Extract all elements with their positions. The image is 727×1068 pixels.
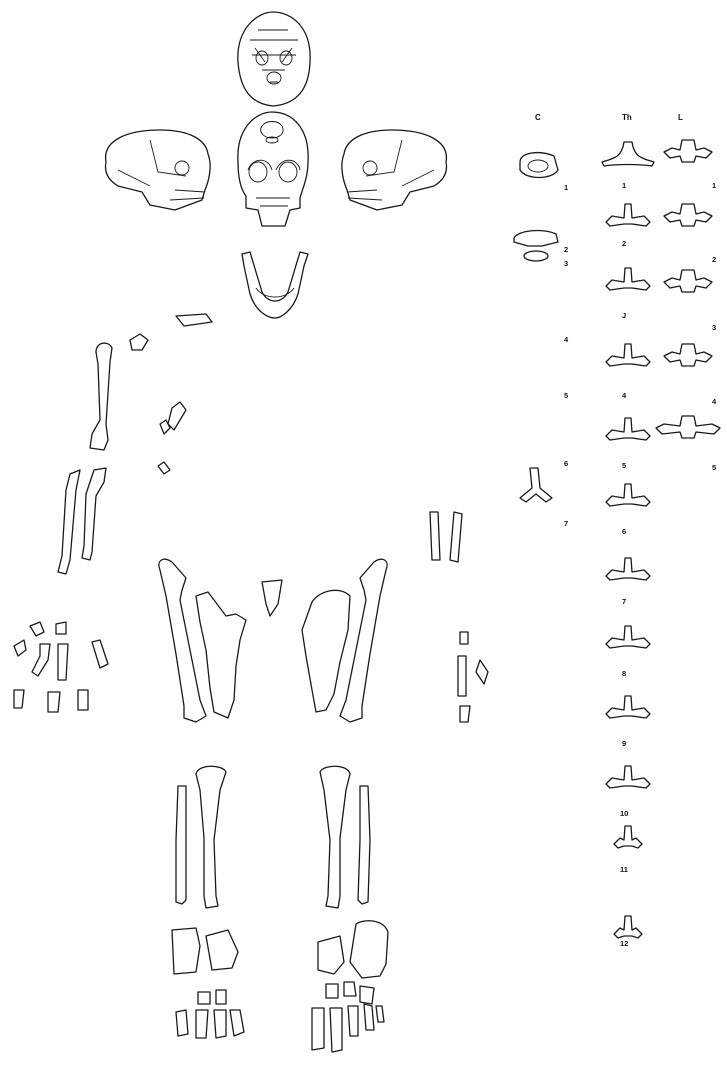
lumbar-vertebra-4	[664, 344, 712, 366]
lumbar-vertebra-1	[664, 140, 712, 162]
rib-fragments	[158, 402, 186, 474]
thoracic-vertebra-3	[606, 268, 650, 290]
thoracic-vertebra-8	[606, 626, 650, 648]
thoracic-label: 2	[622, 239, 626, 248]
lumbar-label: 5	[712, 463, 716, 472]
thoracic-vertebra-7	[606, 558, 650, 580]
right-femur	[159, 559, 206, 722]
cervical-vertebra-c7	[520, 468, 552, 502]
cervical-label: 4	[564, 335, 569, 344]
right-humerus	[90, 343, 112, 450]
left-foot-bones	[312, 921, 388, 1052]
cervical-label: 3	[564, 259, 568, 268]
thoracic-label: 4	[622, 391, 627, 400]
thoracic-label: 5	[622, 461, 626, 470]
thoracic-vertebra-1	[602, 142, 654, 166]
left-tibia-fibula	[320, 766, 370, 908]
left-hand-bones	[458, 632, 488, 722]
cervical-label: 6	[564, 459, 568, 468]
thoracic-label: 10	[620, 809, 628, 818]
left-os-coxae	[302, 590, 350, 712]
cervical-label: 1	[564, 183, 568, 192]
cervical-vertebra-c3	[524, 251, 548, 261]
thoracic-vertebra-12	[614, 916, 642, 938]
skull-left-lateral-view	[342, 130, 447, 210]
right-os-coxae	[196, 592, 246, 718]
left-forearm-fragments	[430, 512, 462, 562]
thoracic-vertebra-11	[614, 826, 642, 848]
cervical-vertebra-c1	[520, 153, 558, 178]
lumbar-label: 4	[712, 397, 717, 406]
lumbar-label: 1	[712, 181, 716, 190]
lumbar-label: 3	[712, 323, 716, 332]
cervical-vertebra-c2	[514, 231, 558, 246]
thoracic-vertebra-5	[606, 418, 650, 440]
lumbar-vertebra-3	[664, 270, 712, 292]
thoracic-vertebra-10	[606, 766, 650, 788]
lumbar-label: 2	[712, 255, 716, 264]
cervical-label: 5	[564, 391, 568, 400]
mandible	[242, 252, 308, 318]
lumbar-vertebrae	[656, 140, 720, 438]
left-femur	[340, 559, 387, 722]
thoracic-label: 11	[620, 865, 628, 874]
thoracic-vertebra-9	[606, 696, 650, 718]
thoracic-label: 1	[622, 181, 626, 190]
thoracic-label: 6	[622, 527, 626, 536]
cervical-label: 2	[564, 245, 568, 254]
skull-frontal-view	[238, 112, 308, 226]
right-radius-ulna	[58, 468, 106, 574]
right-foot-bones	[172, 928, 244, 1038]
scapula-fragment	[130, 334, 148, 350]
thoracic-label: 7	[622, 597, 626, 606]
skull-inferior-view	[238, 12, 310, 106]
lumbar-column-header: L	[678, 113, 683, 122]
thoracic-label: J	[622, 311, 626, 320]
thoracic-vertebra-4	[606, 344, 650, 366]
right-clavicle	[176, 314, 212, 326]
thoracic-label: 9	[622, 739, 626, 748]
right-tibia-fibula	[176, 766, 226, 908]
thoracic-vertebra-2	[606, 204, 650, 226]
lumbar-vertebra-5	[656, 416, 720, 438]
thoracic-column-header: Th	[622, 113, 632, 122]
cervical-column-header: C	[535, 113, 541, 122]
thoracic-label: 12	[620, 939, 628, 948]
thoracic-label: 8	[622, 669, 626, 678]
thoracic-vertebra-6	[606, 484, 650, 506]
lumbar-vertebra-2	[664, 204, 712, 226]
cervical-label: 7	[564, 519, 568, 528]
sacrum	[262, 580, 282, 616]
right-hand-bones	[14, 622, 108, 712]
thoracic-vertebrae	[602, 142, 654, 938]
skull-right-lateral-view	[106, 130, 211, 210]
